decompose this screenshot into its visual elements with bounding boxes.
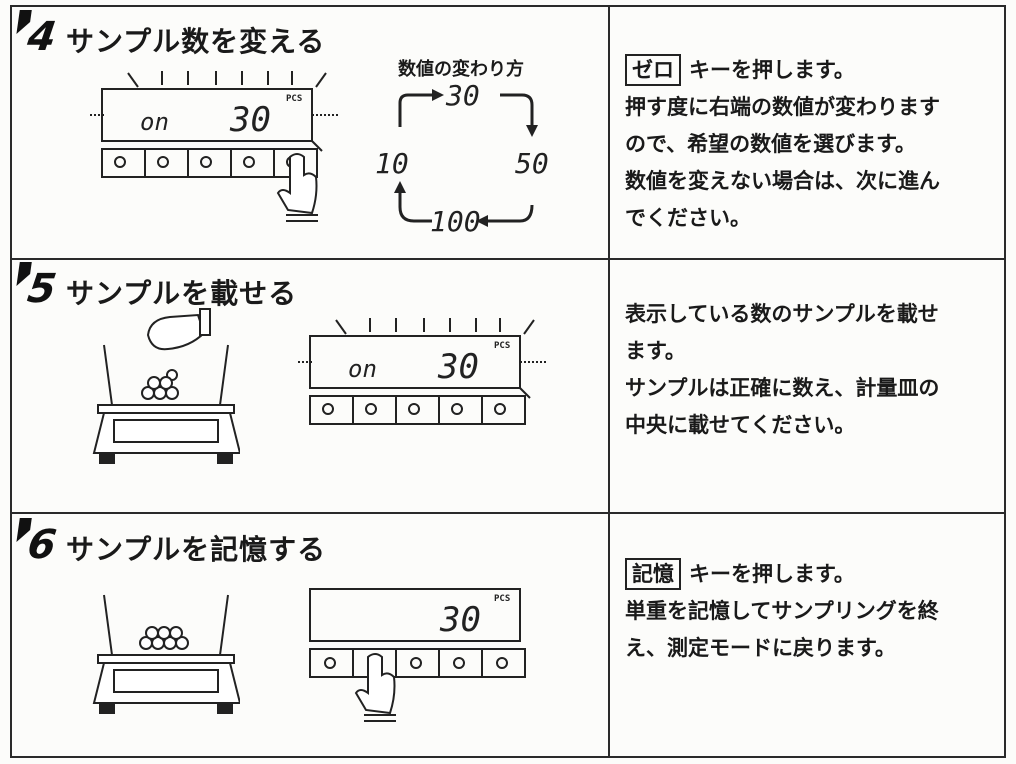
desc-line: 単重を記憶してサンプリングを終	[625, 599, 939, 623]
cycle-value-4: 10	[375, 147, 409, 180]
unit-label: PCS	[494, 341, 510, 351]
cycle-value-2: 50	[515, 147, 549, 180]
column-divider	[608, 5, 610, 758]
desc-line: 数値を変えない場合は、次に進ん	[625, 169, 940, 193]
key-instruction: 記憶キーを押します。	[625, 556, 1000, 593]
desc-line: でください。	[625, 206, 751, 230]
key-instruction-text: キーを押します。	[689, 562, 855, 586]
step-title: サンプルを記憶する	[66, 533, 327, 566]
scale-display-panel: on 30 PCS	[298, 318, 548, 425]
display-right-value: 30	[437, 347, 479, 387]
display-right-value: 30	[439, 600, 481, 640]
key-instruction: ゼロキーを押します。	[625, 52, 1000, 89]
scale-with-sample-illustration	[92, 594, 240, 714]
desc-line: 表示している数のサンプルを載せ	[625, 302, 939, 326]
row-divider-1	[10, 258, 1006, 260]
cycle-value-3: 100	[430, 205, 481, 235]
display-left-text: on	[348, 355, 377, 383]
scale-display-panel: on 30 PCS	[90, 71, 340, 222]
row-divider-2	[10, 512, 1006, 514]
table-frame	[10, 5, 1006, 758]
cycle-diagram-label: 数値の変わり方	[398, 59, 524, 80]
memory-key: 記憶	[625, 558, 681, 590]
display-left-text: on	[140, 108, 169, 136]
unit-label: PCS	[286, 94, 302, 104]
value-cycle-diagram: 30 50 100 10	[375, 79, 549, 235]
step-title: サンプル数を変える	[66, 25, 326, 58]
desc-line: ので、希望の数値を選びます。	[625, 132, 917, 156]
pointing-hand-icon	[276, 153, 318, 222]
unit-label: PCS	[494, 594, 510, 604]
scale-with-sample-illustration	[92, 308, 240, 464]
desc-line: 押す度に右端の数値が変わります	[625, 95, 940, 119]
step-description: 記憶キーを押します。 単重を記憶してサンプリングを終 え、測定モードに戻ります。	[625, 556, 1000, 667]
step-description: 表示している数のサンプルを載せ ます。 サンプルは正確に数え、計量皿の 中央に載…	[625, 296, 1000, 444]
display-right-value: 30	[229, 100, 271, 140]
desc-line: ます。	[625, 339, 686, 363]
step-title: サンプルを載せる	[66, 277, 298, 310]
desc-line: え、測定モードに戻ります。	[625, 636, 896, 660]
cycle-value-1: 30	[445, 79, 480, 112]
key-instruction-text: キーを押します。	[689, 58, 855, 82]
desc-line: 中央に載せてください。	[625, 413, 856, 437]
desc-line: サンプルは正確に数え、計量皿の	[625, 376, 940, 400]
scale-display-panel: 30 PCS	[309, 588, 526, 722]
zero-key: ゼロ	[625, 54, 681, 86]
step-description: ゼロキーを押します。 押す度に右端の数値が変わります ので、希望の数値を選びます…	[625, 52, 1000, 237]
pointing-hand-icon	[354, 653, 396, 722]
